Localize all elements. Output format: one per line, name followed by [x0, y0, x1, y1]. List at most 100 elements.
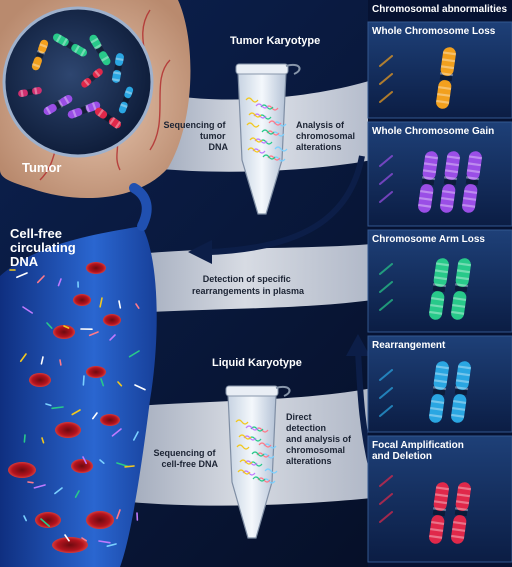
magnifier-lens	[2, 6, 154, 158]
abnormality-fragment	[379, 155, 393, 167]
abnormality-panel-title: Whole Chromosome Gain	[372, 126, 494, 137]
dna-fragment	[59, 359, 62, 366]
dna-fragment	[134, 384, 146, 391]
tube-dna-fragment	[239, 459, 253, 465]
sidebar-header: Chromosomal abnormalities	[372, 4, 507, 15]
dna-fragment	[54, 487, 63, 495]
lens-chromosome	[118, 86, 134, 114]
dna-fragment	[117, 381, 123, 387]
dna-fragment	[135, 303, 140, 309]
lens-chromosome	[31, 39, 49, 71]
tube-dna-fragment	[251, 451, 265, 457]
red-blood-cell	[71, 459, 93, 473]
abnormality-fragment	[379, 299, 393, 311]
middle-flow-band	[118, 244, 372, 314]
lens-chromosome	[53, 33, 87, 57]
abnormality-chromosome	[429, 482, 450, 544]
liquid-karyotype-title: Liquid Karyotype	[212, 357, 302, 369]
red-blood-cell	[103, 314, 121, 326]
abnormality-fragment	[379, 493, 393, 505]
dna-fragment	[63, 325, 70, 329]
red-blood-cell	[52, 537, 88, 553]
abnormality-fragment	[379, 387, 393, 399]
abnormality-chromosome	[429, 361, 450, 423]
red-blood-cell	[73, 294, 91, 306]
dna-fragment	[116, 509, 121, 520]
dna-fragment	[36, 275, 45, 284]
abnormality-chromosome	[451, 482, 472, 544]
tube-dna-fragment	[245, 425, 259, 431]
dna-fragment	[64, 534, 70, 542]
dna-fragment	[40, 518, 51, 528]
tube-dna-fragment	[236, 444, 250, 450]
red-blood-cell	[86, 366, 106, 378]
tube-dna-fragment	[246, 122, 260, 128]
dna-fragment	[46, 322, 53, 329]
abnormality-fragment	[379, 191, 393, 203]
red-blood-cell	[53, 325, 75, 339]
abnormality-fragment	[379, 475, 393, 487]
abnormality-fragment	[379, 281, 393, 293]
cfdna-label-line-2: circulating	[10, 240, 76, 255]
abnormality-chromosome	[440, 151, 461, 213]
red-blood-cell	[29, 373, 51, 387]
abnormality-chromosome	[418, 151, 439, 213]
detection-arrowhead	[188, 240, 212, 264]
dna-fragment	[22, 306, 34, 314]
tube-dna-fragment	[268, 120, 282, 126]
direct-line-5: alterations	[286, 456, 332, 466]
dna-fragment	[33, 484, 46, 489]
tube-dna-fragment	[264, 468, 278, 474]
dna-fragment	[71, 409, 81, 416]
abnormality-panel-title: Focal Amplification	[372, 440, 464, 451]
abnormality-fragment	[379, 405, 393, 417]
analysis-label: Analysis of chromosomal alterations	[296, 120, 358, 152]
abnormality-panel: Whole Chromosome Gain	[367, 121, 512, 227]
lens-chromosome	[43, 95, 73, 115]
abnormality-panel: Whole Chromosome Loss	[367, 21, 512, 119]
abnormality-chromosome	[462, 151, 483, 213]
cfdna-label-line-3: DNA	[10, 254, 39, 269]
lens-chromosome	[94, 107, 122, 129]
detection-label: Detection of specific rearrangements in …	[192, 274, 305, 296]
lens-chromosome	[81, 68, 103, 88]
seq-cfdna-line-1: Sequencing of	[153, 448, 216, 458]
abnormality-fragment	[379, 91, 393, 103]
vessel-contents	[8, 262, 146, 553]
lens-chromosome	[89, 34, 111, 66]
abnormality-fragment	[379, 73, 393, 85]
tube-dna-fragment	[249, 137, 263, 143]
tube-dna-fragment	[261, 129, 275, 135]
tube-dna-fragment	[237, 469, 251, 475]
dna-fragment	[88, 331, 99, 337]
abnormality-chromosome	[429, 258, 450, 320]
tumor-karyotype-title: Tumor Karyotype	[230, 35, 320, 47]
tube-dna-fragment	[247, 147, 261, 153]
dna-fragment	[23, 515, 27, 522]
tumor-label: Tumor	[22, 160, 61, 175]
tube-dna-fragment	[274, 146, 288, 152]
analysis-line-3: alterations	[296, 142, 342, 152]
seq-tumor-line-1: Sequencing of	[163, 120, 226, 130]
detection-arrow	[209, 155, 365, 255]
abnormality-panel: Chromosome Arm Loss	[367, 229, 512, 333]
tumor-chromosomes	[18, 33, 134, 129]
seq-cfdna-label: Sequencing of cell-free DNA	[153, 448, 218, 469]
tube-dna-fragment	[255, 103, 269, 109]
blood-vessel	[0, 183, 157, 567]
tube-dna-fragment	[258, 442, 272, 448]
detection-line-1: Detection of specific	[203, 274, 291, 284]
tube-dna-fragment	[262, 154, 276, 160]
dna-fragment	[116, 462, 129, 468]
dna-fragment	[109, 334, 116, 341]
dna-fragment	[132, 431, 139, 441]
dna-fragment	[82, 456, 87, 465]
dna-fragment	[98, 540, 111, 544]
red-blood-cell	[86, 262, 106, 274]
lens-chromosome	[18, 87, 42, 98]
dna-fragment	[27, 481, 34, 484]
cfdna-label: Cell-free circulating DNA	[10, 226, 79, 269]
